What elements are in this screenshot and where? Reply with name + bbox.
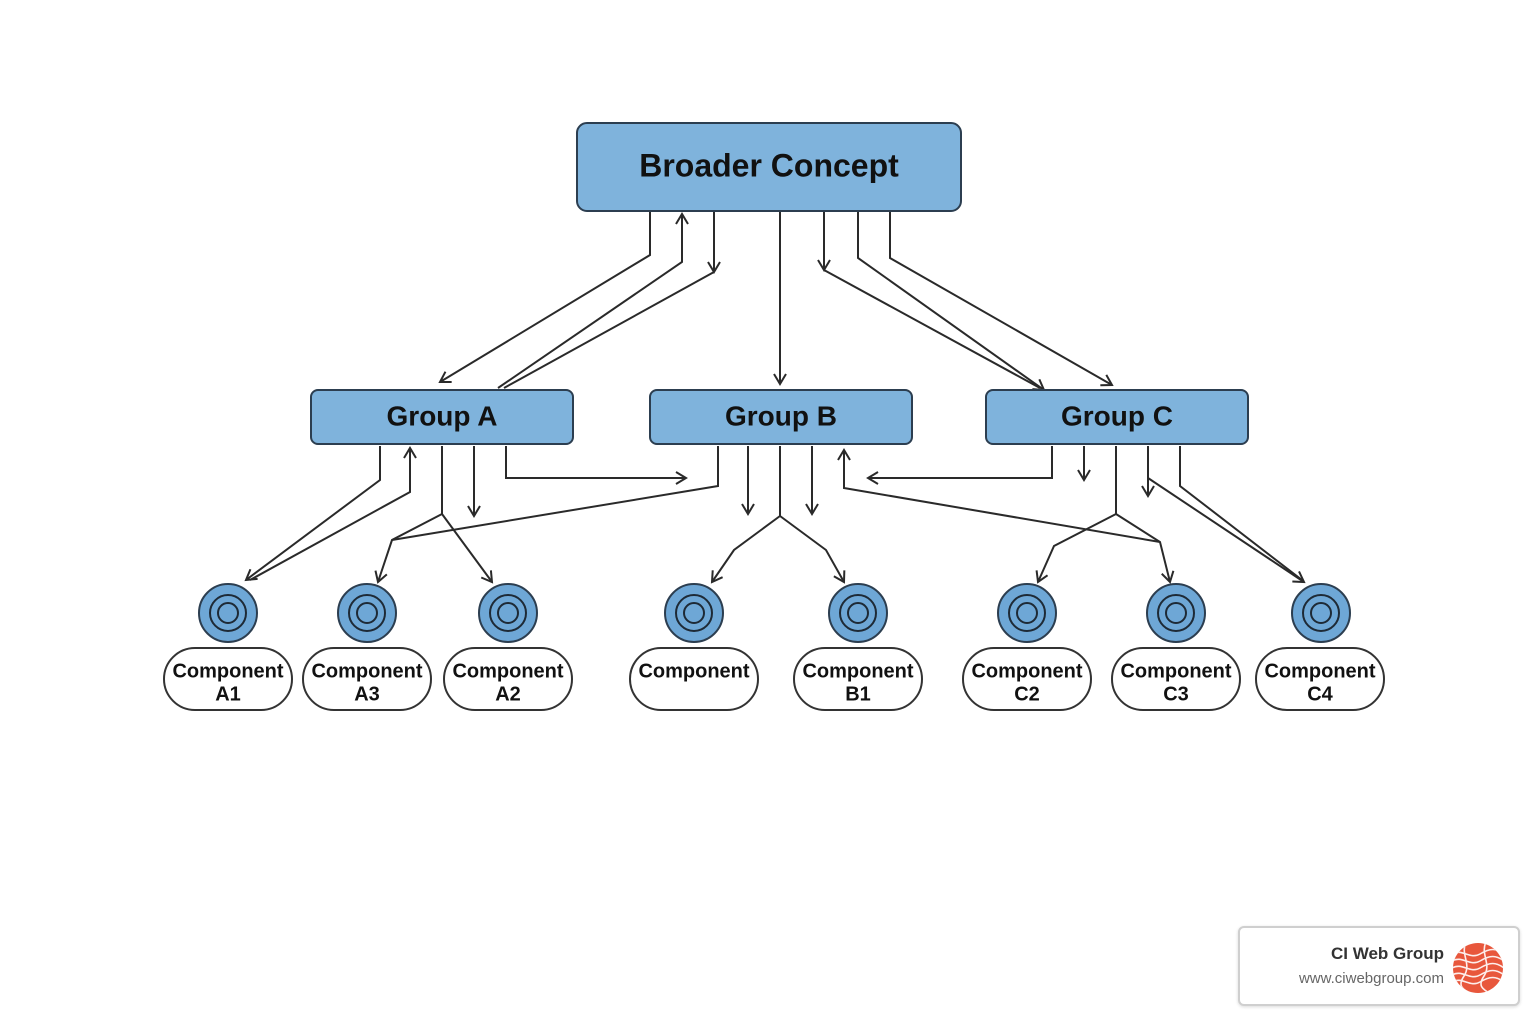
component-a3-line1: Component (311, 660, 422, 682)
component-c2[interactable]: Component C2 (962, 583, 1092, 711)
component-c2-pill (962, 647, 1092, 711)
concentric-circles-icon (664, 583, 724, 643)
component-b0[interactable]: Component (629, 583, 759, 711)
edge-c3-to-group-b (837, 448, 1161, 543)
component-b1-pill (793, 647, 923, 711)
component-c4-line1: Component (1264, 660, 1375, 682)
brand-url[interactable]: www.ciwebgroup.com (1298, 970, 1444, 987)
group-b-label: Group B (725, 400, 837, 431)
root-box (576, 122, 962, 212)
component-a1-line2: A1 (215, 683, 241, 705)
edge-group-c-to-c4-2 (1179, 446, 1303, 581)
component-c2-line1: Component (971, 660, 1082, 682)
edge-root-to-group-c-3 (857, 212, 1046, 392)
edge-group-c-to-c2 (1035, 513, 1117, 584)
component-a3[interactable]: Component A3 (302, 583, 432, 711)
root-node[interactable]: Broader Concept (576, 122, 962, 212)
edge-group-c-to-c4-1 (1147, 477, 1306, 584)
group-c-label: Group C (1061, 400, 1173, 431)
component-b0-line1: Component (638, 660, 749, 682)
component-b0-pill (629, 647, 759, 711)
edge-group-b-to-b1 (779, 515, 846, 584)
edge-group-b-to-a3 (391, 446, 719, 541)
brand-name: CI Web Group (1330, 944, 1444, 963)
group-edges (244, 446, 1306, 584)
group-a-label: Group A (387, 400, 498, 431)
edge-group-a-to-root (497, 212, 689, 389)
component-a1[interactable]: Component A1 (163, 583, 293, 711)
group-b-node[interactable]: Group B (649, 389, 913, 445)
component-a3-line2: A3 (354, 683, 380, 705)
concentric-circles-icon (828, 583, 888, 643)
component-c3-pill (1111, 647, 1241, 711)
edge-group-c-to-group-b (866, 446, 1053, 485)
edge-a1-to-group-a (249, 446, 417, 581)
edge-root-to-group-a-1 (438, 212, 651, 384)
group-a-box (310, 389, 574, 445)
edge-group-a-to-a3 (374, 513, 443, 584)
component-c3[interactable]: Component C3 (1111, 583, 1241, 711)
root-edges (438, 212, 1114, 392)
edge-group-a-to-a2 (441, 513, 494, 584)
component-c3-line1: Component (1120, 660, 1231, 682)
component-c2-line2: C2 (1014, 683, 1040, 705)
concentric-circles-icon (997, 583, 1057, 643)
root-label: Broader Concept (639, 147, 899, 183)
wavy-globe-logo-icon (1453, 943, 1503, 993)
edge-root-to-group-c-4 (889, 212, 1114, 387)
edge-group-a-to-group-b (505, 446, 688, 485)
edge-root-to-group-c-2 (823, 269, 1041, 389)
group-b-box (649, 389, 913, 445)
component-a3-pill (302, 647, 432, 711)
edge-root-to-group-a-3 (503, 271, 715, 389)
concentric-circles-icon (1291, 583, 1351, 643)
component-b1-line1: Component (802, 660, 913, 682)
component-b1-line2: B1 (845, 683, 871, 705)
group-c-node[interactable]: Group C (985, 389, 1249, 445)
component-a2-line1: Component (452, 660, 563, 682)
component-c4-pill (1255, 647, 1385, 711)
edge-group-a-to-a1 (244, 446, 381, 582)
group-a-node[interactable]: Group A (310, 389, 574, 445)
component-c3-line2: C3 (1163, 683, 1189, 705)
edge-group-b-to-component (710, 515, 781, 584)
concentric-circles-icon (478, 583, 538, 643)
component-c4-line2: C4 (1307, 683, 1333, 705)
concentric-circles-icon (337, 583, 397, 643)
brand-card[interactable]: CI Web Group www.ciwebgroup.com (1238, 926, 1520, 1006)
component-a1-line1: Component (172, 660, 283, 682)
component-c4[interactable]: Component C4 (1255, 583, 1385, 711)
component-a2-pill (443, 647, 573, 711)
component-a1-pill (163, 647, 293, 711)
concentric-circles-icon (1146, 583, 1206, 643)
component-b1[interactable]: Component B1 (793, 583, 923, 711)
component-a2[interactable]: Component A2 (443, 583, 573, 711)
component-a2-line2: A2 (495, 683, 521, 705)
concentric-circles-icon (198, 583, 258, 643)
edge-group-c-to-c3 (1115, 513, 1175, 584)
group-c-box (985, 389, 1249, 445)
